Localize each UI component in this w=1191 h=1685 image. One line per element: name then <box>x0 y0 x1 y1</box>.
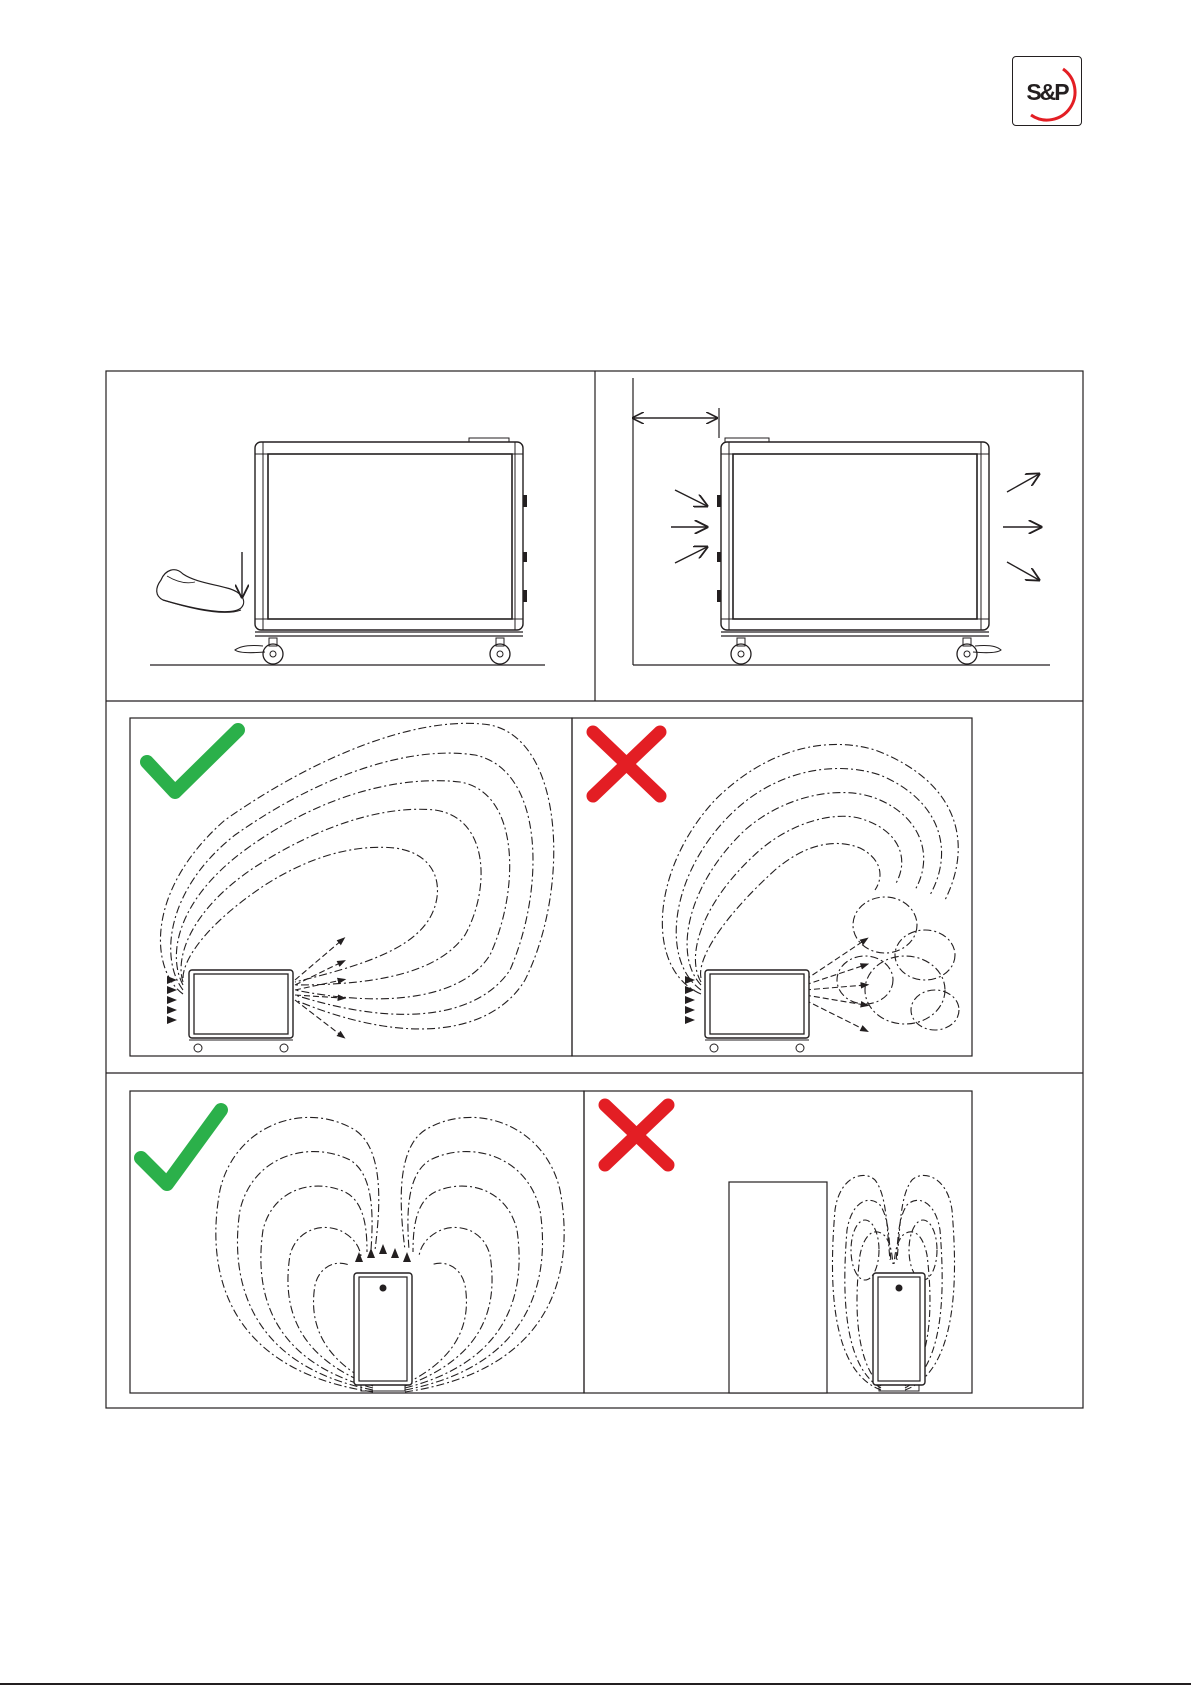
panel-top-left <box>150 438 545 665</box>
inlet-blobs-restricted <box>685 976 695 1024</box>
outlet-streamlines-restricted <box>805 940 865 1030</box>
panel-bottom-left <box>130 1091 584 1393</box>
check-mark-icon <box>147 730 238 792</box>
panel-bottom-right <box>584 1091 972 1393</box>
unit-front-view-blocked <box>873 1273 925 1391</box>
caster-wheel <box>490 638 510 664</box>
brand-logo: S&P <box>1012 56 1082 126</box>
inlet-blobs <box>167 976 177 1024</box>
logo-text: S&P <box>1013 57 1081 127</box>
cross-mark-icon <box>593 732 660 796</box>
outlet-arrow-icon <box>1003 474 1041 580</box>
check-mark-icon <box>141 1110 221 1184</box>
caster-brake-icon <box>235 638 283 664</box>
cross-mark-icon <box>605 1105 668 1165</box>
foot-press-icon <box>157 570 244 612</box>
panel-middle-left <box>130 718 572 1056</box>
upward-blobs <box>355 1244 411 1262</box>
unit-small <box>189 970 293 1052</box>
outlet-streamlines <box>295 940 342 1036</box>
unit-side-view-right <box>717 438 989 636</box>
installation-diagram <box>105 370 1085 1409</box>
obstacle-cabinet <box>729 1182 827 1393</box>
unit-front-view <box>354 1273 412 1391</box>
wall-clearance-icon <box>633 408 719 438</box>
unit-small-restricted <box>705 970 809 1052</box>
panel-top-right <box>633 378 1050 665</box>
caster-wheel-right <box>731 638 1001 664</box>
panel-middle-right <box>572 718 972 1056</box>
inlet-arrow-icon <box>671 490 707 563</box>
unit-side-view <box>255 438 527 636</box>
